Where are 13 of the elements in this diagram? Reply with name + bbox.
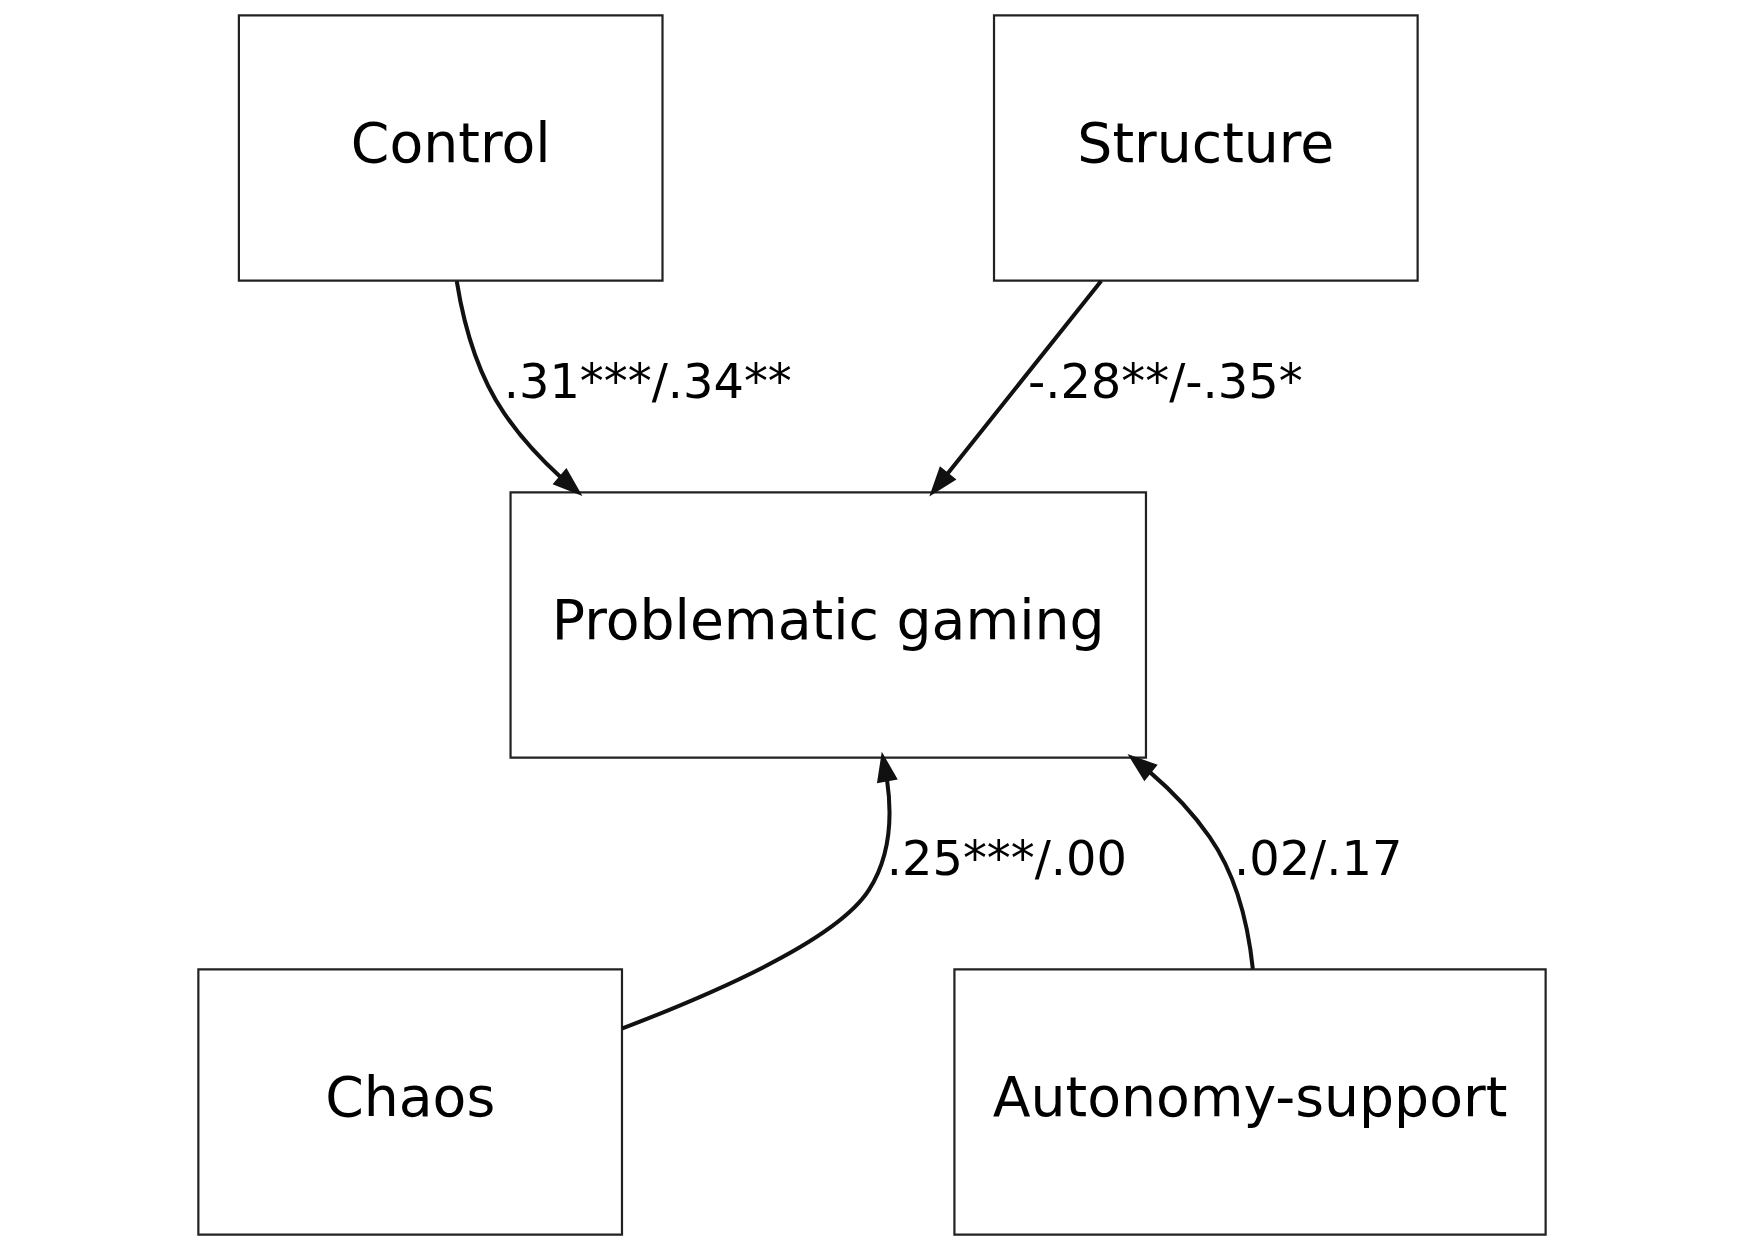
arrow [454,280,583,496]
arrow [1127,754,1255,970]
edge-label: .02/.17 [1233,831,1403,887]
node-box: Structure [992,14,1419,282]
edge-label: .31***/.34** [503,354,792,410]
arrow [929,279,1103,497]
arrow [621,751,898,1031]
node-box: Autonomy-support [953,968,1547,1236]
node-box: Problematic gaming [509,491,1148,759]
edge-label: .25***/.00 [886,831,1128,887]
edge-label: -.28**/-.35* [1027,354,1303,410]
node-box: Control [237,14,664,282]
node-box: Chaos [197,968,624,1236]
